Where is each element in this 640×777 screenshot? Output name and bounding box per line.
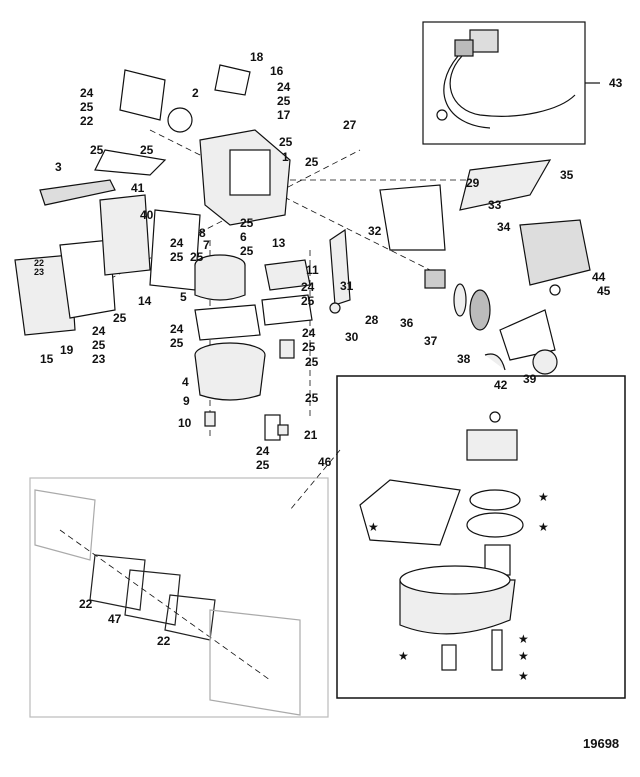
callout-24-25-22: 24 25 22 bbox=[80, 86, 94, 128]
callout-10: 10 bbox=[178, 416, 192, 430]
callout-25: 25 bbox=[90, 143, 104, 157]
callout-32: 32 bbox=[368, 224, 382, 238]
callout-46: 46 bbox=[318, 455, 332, 469]
callout-22: 22 bbox=[79, 597, 93, 611]
callout-3: 3 bbox=[55, 160, 62, 174]
callout-4: 4 bbox=[182, 375, 189, 389]
reed-plate-assembly-part bbox=[34, 489, 301, 716]
callout-13: 13 bbox=[272, 236, 286, 250]
callout-43: 43 bbox=[609, 76, 623, 90]
callout-38: 38 bbox=[457, 352, 471, 366]
callout-36: 36 bbox=[400, 316, 414, 330]
callout-25-6-25: 25 6 25 bbox=[240, 216, 254, 258]
callout-24-25: 24 25 bbox=[301, 280, 315, 308]
callout-42: 42 bbox=[494, 378, 508, 392]
callout-14: 14 bbox=[138, 294, 152, 308]
callout-25: 25 bbox=[305, 391, 319, 405]
callout-45: 45 bbox=[597, 284, 611, 298]
callout-29: 29 bbox=[466, 176, 480, 190]
callout-35: 35 bbox=[560, 168, 574, 182]
cover-marking: 22 23 bbox=[34, 258, 45, 277]
callout-24-25: 24 25 bbox=[256, 444, 270, 472]
callout-47: 47 bbox=[108, 612, 122, 626]
callout-30: 30 bbox=[345, 330, 359, 344]
callout-27: 27 bbox=[343, 118, 357, 132]
callout-25: 25 bbox=[140, 143, 154, 157]
callout-2: 2 bbox=[192, 86, 199, 100]
callout-25: 25 bbox=[305, 155, 319, 169]
kit-star-icon: ★ bbox=[538, 490, 549, 504]
callout-1: 1 bbox=[282, 150, 289, 164]
wiring-harness-part bbox=[436, 29, 600, 129]
callout-19: 19 bbox=[60, 343, 74, 357]
callout-5: 5 bbox=[180, 290, 187, 304]
callout-39: 39 bbox=[523, 372, 537, 386]
callout-15: 15 bbox=[40, 352, 54, 366]
callout-33: 33 bbox=[488, 198, 502, 212]
callout-24-25: 24 25 bbox=[170, 322, 184, 350]
callout-37: 37 bbox=[424, 334, 438, 348]
callout-25: 25 bbox=[305, 355, 319, 369]
kit-star-icon: ★ bbox=[518, 649, 529, 663]
kit-star-icon: ★ bbox=[538, 520, 549, 534]
inset-box-43 bbox=[422, 21, 586, 145]
callout-25: 25 bbox=[190, 250, 204, 264]
callout-28: 28 bbox=[365, 313, 379, 327]
callout-31: 31 bbox=[340, 279, 354, 293]
callout-7: 7 bbox=[203, 238, 210, 252]
callout-41: 41 bbox=[131, 181, 145, 195]
callout-22: 22 bbox=[157, 634, 171, 648]
callout-44: 44 bbox=[592, 270, 606, 284]
kit-star-icon: ★ bbox=[398, 649, 409, 663]
callout-8: 8 bbox=[199, 226, 206, 240]
callout-34: 34 bbox=[497, 220, 511, 234]
inset-box-46 bbox=[336, 375, 626, 699]
callout-9: 9 bbox=[183, 394, 190, 408]
callout-24-25-17: 24 25 17 bbox=[277, 80, 291, 122]
kit-star-icon: ★ bbox=[368, 520, 379, 534]
inset-box-47 bbox=[29, 477, 329, 718]
callout-18: 18 bbox=[250, 50, 264, 64]
callout-25: 25 bbox=[113, 311, 127, 325]
callout-25: 25 bbox=[279, 135, 293, 149]
kit-star-icon: ★ bbox=[518, 669, 529, 683]
callout-24-25: 24 25 bbox=[302, 326, 316, 354]
callout-21: 21 bbox=[304, 428, 318, 442]
kit-star-icon: ★ bbox=[518, 632, 529, 646]
carburetor-body-part bbox=[14, 64, 591, 441]
callout-16: 16 bbox=[270, 64, 284, 78]
carburetor-bowl-kit-part bbox=[359, 411, 524, 671]
callout-24-25-23: 24 25 23 bbox=[92, 324, 106, 366]
callout-40: 40 bbox=[140, 208, 154, 222]
figure-number: 19698 bbox=[583, 736, 620, 751]
callout-24-25: 24 25 bbox=[170, 236, 184, 264]
callout-11: 11 bbox=[306, 263, 319, 277]
